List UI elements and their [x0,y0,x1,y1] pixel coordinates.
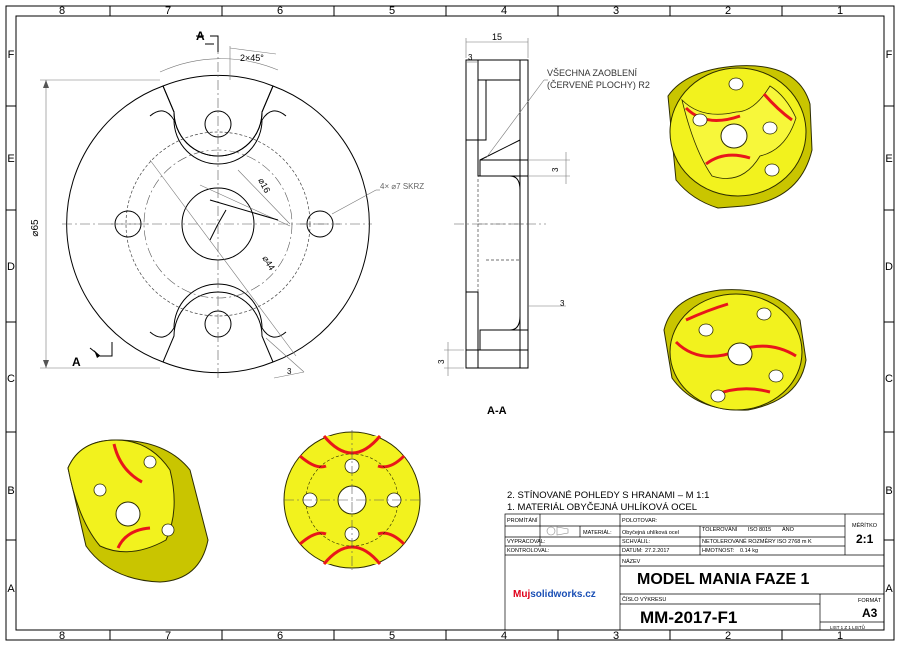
brand-suffix: solidworks.cz [530,589,596,600]
row-labels-left: F E D C B A [7,49,15,595]
tb-schvalil: SCHVÁLIL: [622,538,651,545]
column-labels-bottom: 8 7 6 5 4 3 2 1 [59,630,843,642]
col-label: 2 [725,5,731,17]
section-view: 15 3 3 3 3 VŠECHNA ZAOBLENÍ (ČERVENÉ PLO… [437,32,650,417]
row-label: F [886,49,893,61]
column-labels-top: 8 7 6 5 4 3 2 1 [59,5,843,17]
col-label: 8 [59,5,65,17]
dim-width: 15 [492,32,502,42]
tb-polotovar: POLOTOVAR: [622,518,658,524]
tb-material-value: Obyčejná uhlíková ocel [622,530,679,536]
section-letter-bottom: A [72,355,81,369]
tb-nazev-value: MODEL MANIA FAZE 1 [637,571,810,588]
row-label: A [885,583,893,595]
tb-datum-value: 27.2.2017 [645,548,669,554]
row-label: D [7,261,15,273]
row-label: D [885,261,893,273]
tb-promitani: PROMÍTÁNÍ [507,517,538,524]
tb-tolerovani-label: TOLEROVÁNÍ [702,526,738,533]
dim-r1: 3 [551,167,560,172]
row-label: E [885,153,892,165]
tb-format-value: A3 [862,606,878,620]
row-label: E [7,153,14,165]
dim-r2: 3 [560,299,565,308]
col-label: 1 [837,5,843,17]
fillet-note-line2: (ČERVENÉ PLOCHY) R2 [547,80,650,90]
tb-cislo-value: MM-2017-F1 [640,608,737,627]
tb-netolerovane: NETOLEROVANÉ ROZMĚRY ISO 2768 m K [702,537,812,545]
iso-view-top [667,65,813,209]
iso-view-middle [663,289,807,411]
dim-slot: 3 [287,367,292,376]
tb-hmotnost-value: 0.14 kg [740,548,758,554]
col-label: 6 [277,5,283,17]
col-label: 7 [165,5,171,17]
dim-bottom: 3 [437,359,446,364]
row-label: F [8,49,15,61]
tb-material-label: MATERIÁL: [583,529,612,536]
tb-tolerovani-flag: ANO [782,527,795,533]
row-label: C [7,373,15,385]
tb-cislo-label: ČÍSLO VÝKRESU [622,596,666,603]
row-label: C [885,373,893,385]
dim-pcd: ⌀44 [260,254,277,272]
projection-symbol-icon [546,526,556,536]
col-label: 7 [165,630,171,642]
brand-prefix: Muj [513,589,530,600]
tb-tolerovani-value: ISO 8015 [748,527,771,533]
tb-kontroloval: KONTROLOVAL: [507,548,550,554]
tb-datum-label: DATUM: [622,548,643,554]
col-label: 4 [501,630,507,642]
col-label: 6 [277,630,283,642]
dim-outer-diameter: ⌀65 [30,219,41,237]
col-label: 1 [837,630,843,642]
note-line-1: 1. MATERIÁL OBYČEJNÁ UHLÍKOVÁ OCEL [507,502,697,513]
col-label: 3 [613,5,619,17]
brand-logo: Mujsolidworks.cz [513,589,596,600]
col-label: 3 [613,630,619,642]
title-block: PROMÍTÁNÍ POLOTOVAR: MATERIÁL: Obyčejná … [504,513,885,631]
tb-list-label: LIST 1 Z 1 LISTŮ [830,624,865,630]
tb-nazev-label: NÁZEV [622,558,641,565]
row-label: A [7,583,15,595]
col-label: 8 [59,630,65,642]
iso-view-bottom-left [67,439,209,583]
row-labels-right: F E D C B A [885,49,893,595]
note-line-2: 2. STÍNOVANÉ POHLEDY S HRANAMI – M 1:1 [507,490,709,501]
front-view: A A 2×45° ⌀65 ⌀16 ⌀44 4× ⌀7 SKRZ 3 [30,29,424,379]
tb-vypracoval: VYPRACOVAL: [507,539,546,545]
dim-top: 3 [468,53,473,62]
row-label: B [7,485,14,497]
section-label: A-A [487,405,507,417]
col-label: 4 [501,5,507,17]
dim-chamfer: 2×45° [240,53,264,63]
tb-format-label: FORMÁT [858,597,882,604]
fillet-note-line1: VŠECHNA ZAOBLENÍ [547,68,638,78]
tb-hmotnost-label: HMOTNOST: [702,548,735,554]
shaded-front-view [283,430,421,570]
sheet-border [5,5,895,641]
col-label: 5 [389,5,395,17]
dim-holes: 4× ⌀7 SKRZ [380,182,424,191]
col-label: 2 [725,630,731,642]
row-label: B [885,485,892,497]
tb-meritko-label: MĚŘÍTKO [852,521,878,529]
tb-meritko-value: 2:1 [856,532,874,546]
section-letter-top: A [196,29,205,43]
col-label: 5 [389,630,395,642]
